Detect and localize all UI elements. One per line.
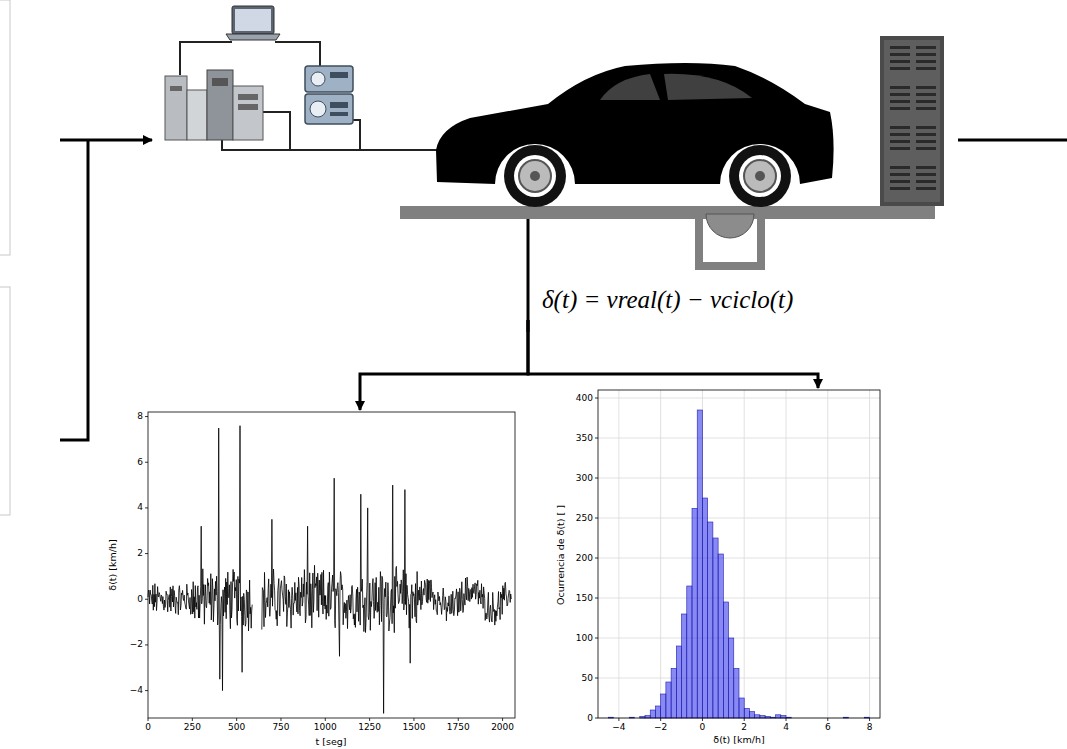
tick-label: −2 — [130, 640, 143, 649]
tick-label: −2 — [654, 723, 667, 732]
connector-arrow — [528, 320, 818, 388]
tick-label: 8 — [137, 412, 143, 421]
axis-title: δ(t) [km/h] — [107, 539, 118, 590]
car — [436, 63, 834, 207]
tick-label: 0 — [587, 714, 593, 723]
tick-label: 0 — [145, 723, 151, 732]
tick-label: 8 — [867, 723, 873, 732]
tick-label: −4 — [612, 723, 625, 732]
histogram-plot — [595, 390, 880, 721]
tick-label: 150 — [576, 594, 593, 603]
signal-line — [527, 219, 530, 332]
tick-label: 400 — [576, 394, 593, 403]
tick-label: 100 — [576, 634, 593, 643]
input-arrow — [60, 139, 152, 142]
formula-text: δ(t) = vreal(t) − vciclo(t) — [528, 280, 801, 320]
tick-label: 300 — [576, 474, 593, 483]
tick-label: 1000 — [314, 723, 337, 732]
axis-title: Ocurrencia de δ(t) [ ] — [555, 505, 566, 605]
panel-edge — [0, 287, 10, 515]
tick-label: 50 — [582, 674, 593, 683]
tick-label: 0 — [137, 595, 143, 604]
tick-label: 4 — [137, 503, 143, 512]
axis-title: t [seg] — [316, 736, 347, 747]
laptop — [226, 6, 280, 40]
cable — [275, 42, 320, 66]
time-series-plot — [145, 412, 515, 721]
measurement-device — [305, 66, 353, 124]
roller — [706, 214, 754, 238]
tick-label: 350 — [576, 434, 593, 443]
wheel — [504, 145, 566, 207]
tick-label: 200 — [576, 554, 593, 563]
tick-label: 1500 — [402, 723, 425, 732]
connector-arrow — [360, 320, 528, 410]
tick-label: 2000 — [491, 723, 514, 732]
tick-label: −4 — [130, 686, 143, 695]
server-rack — [880, 36, 944, 206]
formula-box: δ(t) = vreal(t) − vciclo(t) — [528, 280, 801, 320]
axis-title: δ(t) [km/h] — [713, 734, 764, 745]
wheel — [729, 145, 791, 207]
histogram-panel: Ocurrencia de δ(t) [ ] δ(t) [km/h] — [545, 388, 885, 749]
input-line — [60, 140, 88, 440]
tick-label: 6 — [137, 458, 143, 467]
tick-label: 1250 — [358, 723, 381, 732]
panel-edge — [0, 0, 10, 255]
tick-label: 2 — [137, 549, 143, 558]
tick-label: 750 — [272, 723, 289, 732]
tick-label: 250 — [184, 723, 201, 732]
tick-label: 2 — [741, 723, 747, 732]
time-series-panel: δ(t) [km/h] t [seg] — [100, 410, 520, 749]
tick-label: 0 — [700, 723, 706, 732]
cable — [262, 112, 290, 150]
tick-label: 500 — [228, 723, 245, 732]
tick-label: 250 — [576, 514, 593, 523]
tick-label: 1750 — [447, 723, 470, 732]
dyno-platform — [400, 206, 935, 219]
analyzer-units — [165, 70, 263, 140]
tick-label: 4 — [783, 723, 789, 732]
output-line — [958, 139, 1067, 142]
tick-label: 6 — [825, 723, 831, 732]
